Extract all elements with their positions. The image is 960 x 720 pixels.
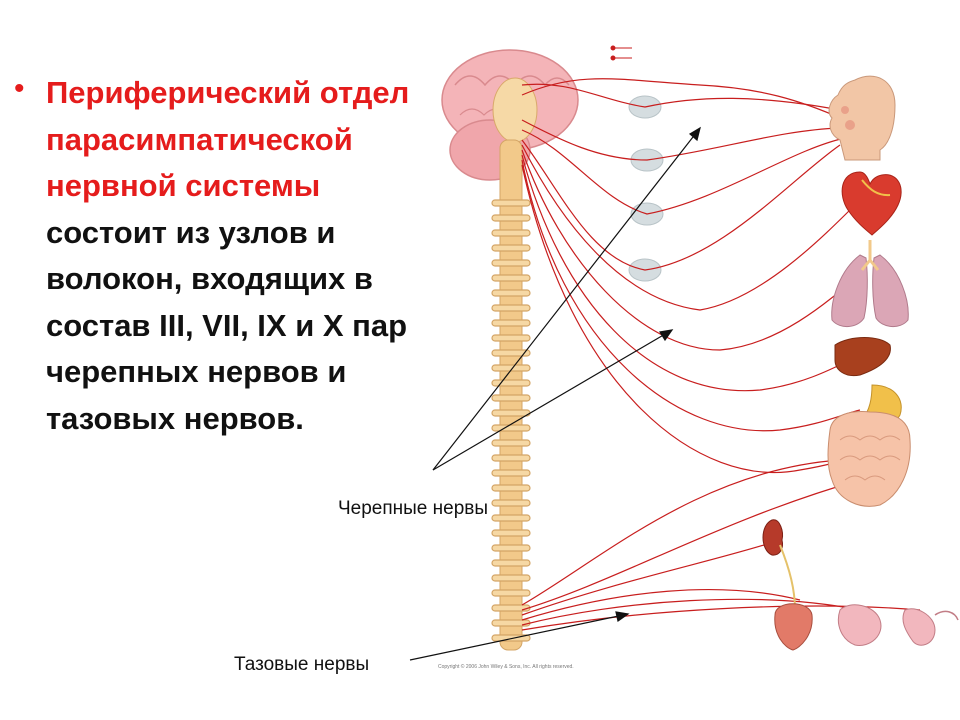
pelvic-pointer-line	[409, 611, 630, 661]
vertebra	[491, 379, 531, 387]
vertebra	[491, 529, 531, 537]
vertebra	[491, 424, 531, 432]
legend-icon	[610, 45, 632, 61]
lungs-organ	[831, 240, 909, 327]
kidney-organ	[762, 519, 796, 611]
spinal-cord	[491, 139, 531, 651]
vertebra	[491, 619, 531, 627]
vertebra	[491, 229, 531, 237]
vertebra	[491, 589, 531, 597]
vertebra	[491, 259, 531, 267]
vertebra	[491, 214, 531, 222]
cranial-nerves-label: Черепные нервы	[338, 498, 489, 519]
vertebra	[491, 559, 531, 567]
vertebra	[491, 514, 531, 522]
vertebra	[491, 274, 531, 282]
vertebra	[491, 604, 531, 612]
reproductive-organs	[837, 604, 959, 646]
vertebra	[491, 469, 531, 477]
ganglia	[628, 95, 664, 282]
vertebra	[491, 349, 531, 357]
heart-organ	[841, 171, 902, 236]
vertebra	[491, 334, 531, 342]
paragraph-highlight: Периферический отдел парасимпатической н…	[46, 75, 410, 203]
vertebra	[491, 574, 531, 582]
vertebra	[491, 394, 531, 402]
vertebra	[491, 454, 531, 462]
vertebra	[491, 319, 531, 327]
vertebra	[491, 304, 531, 312]
vertebra	[491, 244, 531, 252]
intestines-organ	[827, 411, 911, 507]
head-organ	[828, 75, 896, 161]
cranial-pointer-lines	[432, 126, 701, 471]
pelvic-nerves-label: Тазовые нервы	[234, 654, 370, 675]
vertebra	[491, 289, 531, 297]
main-paragraph: Периферический отдел парасимпатической н…	[46, 70, 436, 442]
bladder-organ	[774, 603, 813, 651]
vertebra	[491, 439, 531, 447]
bullet: •	[14, 72, 25, 105]
paragraph-rest: состоит из узлов и волокон, входящих в с…	[46, 214, 408, 436]
copyright-text: Copyright © 2006 John Wiley & Sons, Inc.…	[438, 664, 574, 670]
vertebra	[491, 484, 531, 492]
liver-organ	[834, 337, 891, 377]
vertebra	[491, 199, 531, 207]
vertebra	[491, 409, 531, 417]
vertebra	[491, 544, 531, 552]
vertebra	[491, 499, 531, 507]
